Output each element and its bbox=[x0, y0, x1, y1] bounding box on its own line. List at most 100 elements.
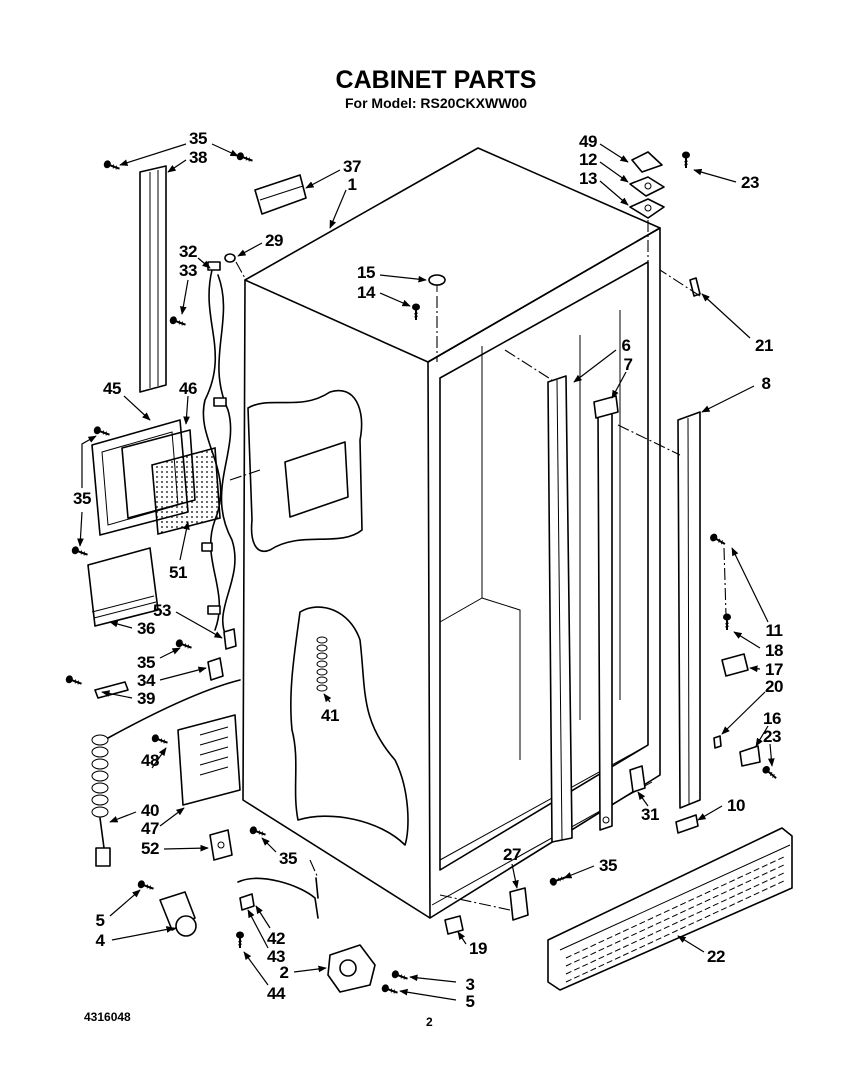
screw-icon bbox=[65, 674, 83, 687]
part-callout: 35 bbox=[599, 856, 617, 875]
part-callout: 35 bbox=[137, 653, 155, 672]
part-43-clip bbox=[239, 893, 255, 911]
part-49-hinge-cap bbox=[631, 151, 663, 173]
screw-icon bbox=[381, 983, 399, 996]
part-callout: 33 bbox=[179, 261, 197, 280]
part-41-spring bbox=[316, 636, 328, 692]
part-callout: 16 bbox=[763, 709, 781, 728]
part-callout: 35 bbox=[189, 129, 207, 148]
part-38-strip bbox=[139, 165, 167, 393]
part-callout: 49 bbox=[579, 132, 597, 151]
part-callout: 12 bbox=[579, 150, 597, 169]
part-callout: 20 bbox=[765, 677, 783, 696]
screw-icon bbox=[723, 614, 731, 631]
cabinet-cutaway-upper bbox=[247, 389, 363, 553]
part-callout: 18 bbox=[765, 641, 783, 660]
screw-icon bbox=[682, 152, 690, 169]
part-callout: 23 bbox=[741, 173, 759, 192]
leader-lines bbox=[77, 143, 775, 1001]
part-31-bracket bbox=[629, 765, 646, 793]
model-subtitle: For Model: RS20CKXWW00 bbox=[345, 95, 527, 111]
screw-icon bbox=[549, 874, 567, 887]
part-27-bracket bbox=[509, 887, 529, 921]
part-callout: 35 bbox=[279, 849, 297, 868]
screw-icon bbox=[71, 545, 89, 558]
cabinet-cutaway-lower bbox=[290, 606, 409, 846]
page-number: 2 bbox=[426, 1015, 433, 1029]
part-7-strap bbox=[593, 395, 619, 831]
part-22-grille bbox=[547, 827, 793, 991]
part-callout: 4 bbox=[96, 931, 106, 950]
part-callout: 2 bbox=[280, 963, 289, 982]
part-callout: 15 bbox=[357, 263, 375, 282]
part-callout: 53 bbox=[153, 601, 171, 620]
part-callout: 14 bbox=[357, 283, 376, 302]
part-callout: 52 bbox=[141, 839, 159, 858]
part-10-block bbox=[675, 814, 699, 834]
part-callout: 48 bbox=[141, 751, 159, 770]
part-callout: 1 bbox=[348, 175, 357, 194]
callout-labels: 35 38 37 1 29 32 33 15 14 49 12 13 23 21… bbox=[73, 129, 783, 1011]
part-6-strip bbox=[547, 375, 573, 843]
part-callout: 38 bbox=[189, 148, 207, 167]
part-37-bracket bbox=[254, 174, 307, 215]
part-34-clip bbox=[207, 657, 224, 681]
screw-icon bbox=[761, 764, 779, 781]
part-callout: 5 bbox=[466, 992, 475, 1011]
part-callout: 22 bbox=[707, 947, 725, 966]
part-callout: 19 bbox=[469, 939, 487, 958]
part-callout: 37 bbox=[343, 157, 361, 176]
part-callout: 42 bbox=[267, 929, 285, 948]
part-callout: 3 bbox=[466, 975, 475, 994]
document-number: 4316048 bbox=[84, 1010, 131, 1024]
part-callout: 8 bbox=[762, 374, 771, 393]
part-52-bracket bbox=[209, 829, 233, 861]
screw-icon bbox=[412, 304, 420, 321]
screw-icon bbox=[709, 532, 727, 547]
screw-icon bbox=[236, 151, 254, 164]
screw-icon bbox=[103, 159, 121, 172]
part-callout: 6 bbox=[622, 336, 631, 355]
part-callout: 34 bbox=[137, 671, 156, 690]
part-40-cord bbox=[91, 734, 111, 867]
part-callout: 44 bbox=[267, 984, 286, 1003]
part-callout: 29 bbox=[265, 231, 283, 250]
alignment-lines bbox=[229, 220, 727, 911]
power-cable bbox=[107, 679, 241, 739]
part-callout: 31 bbox=[641, 805, 659, 824]
part-53-clip bbox=[223, 628, 237, 650]
part-callout: 5 bbox=[96, 911, 105, 930]
part-29-grommet bbox=[224, 253, 236, 263]
part-callout: 32 bbox=[179, 242, 197, 261]
part-12-hinge bbox=[629, 176, 665, 197]
cabinet-body bbox=[242, 147, 661, 919]
part-callout: 27 bbox=[503, 845, 521, 864]
part-callout: 46 bbox=[179, 379, 197, 398]
part-callout: 40 bbox=[141, 801, 159, 820]
part-36-panel bbox=[87, 547, 159, 627]
screw-icon bbox=[391, 969, 409, 982]
part-51-panel bbox=[151, 446, 221, 536]
part-callout: 23 bbox=[763, 727, 781, 746]
part-callout: 11 bbox=[766, 621, 783, 640]
part-callout: 10 bbox=[727, 796, 745, 815]
part-callout: 21 bbox=[755, 336, 773, 355]
screw-icon bbox=[236, 932, 244, 949]
part-callout: 41 bbox=[321, 706, 339, 725]
part-13-hinge-plate bbox=[629, 198, 665, 219]
part-callout: 13 bbox=[579, 169, 597, 188]
part-callout: 43 bbox=[267, 947, 285, 966]
part-20-clip bbox=[713, 735, 722, 749]
part-42-rod bbox=[237, 877, 319, 919]
part-callout: 39 bbox=[137, 689, 155, 708]
screw-icon bbox=[151, 733, 169, 746]
part-callout: 35 bbox=[73, 489, 91, 508]
part-callout: 17 bbox=[765, 660, 783, 679]
part-callout: 47 bbox=[141, 819, 159, 838]
part-17-clip bbox=[721, 653, 749, 677]
part-2-roller bbox=[327, 944, 376, 993]
part-15-plug bbox=[428, 274, 446, 292]
screw-icon bbox=[249, 825, 267, 838]
page-title: CABINET PARTS bbox=[336, 66, 537, 94]
part-8-strip bbox=[677, 411, 701, 809]
